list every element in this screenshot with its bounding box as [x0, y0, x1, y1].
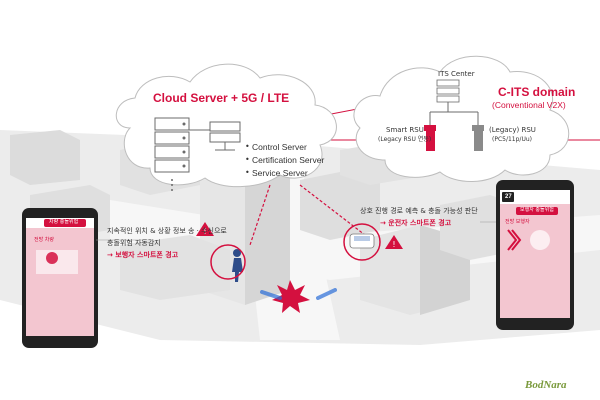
svg-text:!: ! [392, 240, 395, 249]
smart-rsu-label: Smart RSU [386, 126, 424, 134]
svg-text:!: ! [203, 227, 206, 236]
its-center-icon [429, 79, 479, 125]
legacy-rsu-sub: (PC5/11p/Uu) [492, 136, 532, 143]
phone-right [496, 180, 574, 330]
phone-left-banner: 차량 충돌위험 [49, 219, 79, 225]
server-unit-icon [209, 121, 241, 151]
phone-right-speed: 27 [505, 194, 512, 200]
pedestrian-icon [232, 249, 243, 282]
service-server-label: Service Server [252, 168, 308, 178]
bullet: • [245, 142, 250, 151]
smart-rsu-sub: (Legacy RSU 연동) [378, 136, 432, 143]
cloud-title: Cloud Server + 5G / LTE [153, 91, 290, 105]
warning-icon-pedestrian: ! [196, 222, 214, 236]
driver-callout-line1: 상호 진행 경로 예측 & 충돌 가능성 판단 [360, 207, 478, 215]
pedestrian-callout-line2: 충돌위험 자동감지 [107, 239, 161, 247]
smart-rsu-icon [424, 125, 436, 151]
c-its-subtitle: (Conventional V2X) [492, 100, 566, 110]
bullet: • [245, 168, 250, 177]
pedestrian-highlight [210, 244, 246, 280]
collision-burst-icon [260, 280, 337, 313]
its-center-label: ITS Center [438, 70, 475, 78]
control-server-label: Control Server [252, 142, 307, 152]
phone-left-label: 전방 차량 [34, 237, 54, 243]
legacy-rsu-icon [472, 125, 484, 151]
c-its-cloud [353, 55, 570, 182]
c-its-title: C-ITS domain [498, 85, 576, 99]
legacy-rsu-label: (Legacy) RSU [489, 126, 536, 134]
server-rack-icon [154, 117, 190, 191]
pedestrian-alert: → 보행자 스마트폰 경고 [107, 251, 179, 259]
phone-right-banner: 보행자 충돌위험 [520, 207, 554, 213]
vehicle-highlight [343, 223, 381, 261]
pedestrian-callout-line1: 지속적인 위치 & 상황 정보 송 · 수신으로 [107, 227, 227, 235]
phone-left [22, 208, 98, 348]
warning-icon-vehicle: ! [385, 235, 403, 249]
watermark: BodNara [525, 379, 567, 391]
vehicle-icon [349, 233, 375, 249]
phone-right-label: 전방 보행자 [505, 219, 530, 225]
driver-alert: → 운전자 스마트폰 경고 [380, 219, 452, 227]
certification-server-label: Certification Server [252, 155, 325, 165]
bullet: • [245, 155, 250, 164]
